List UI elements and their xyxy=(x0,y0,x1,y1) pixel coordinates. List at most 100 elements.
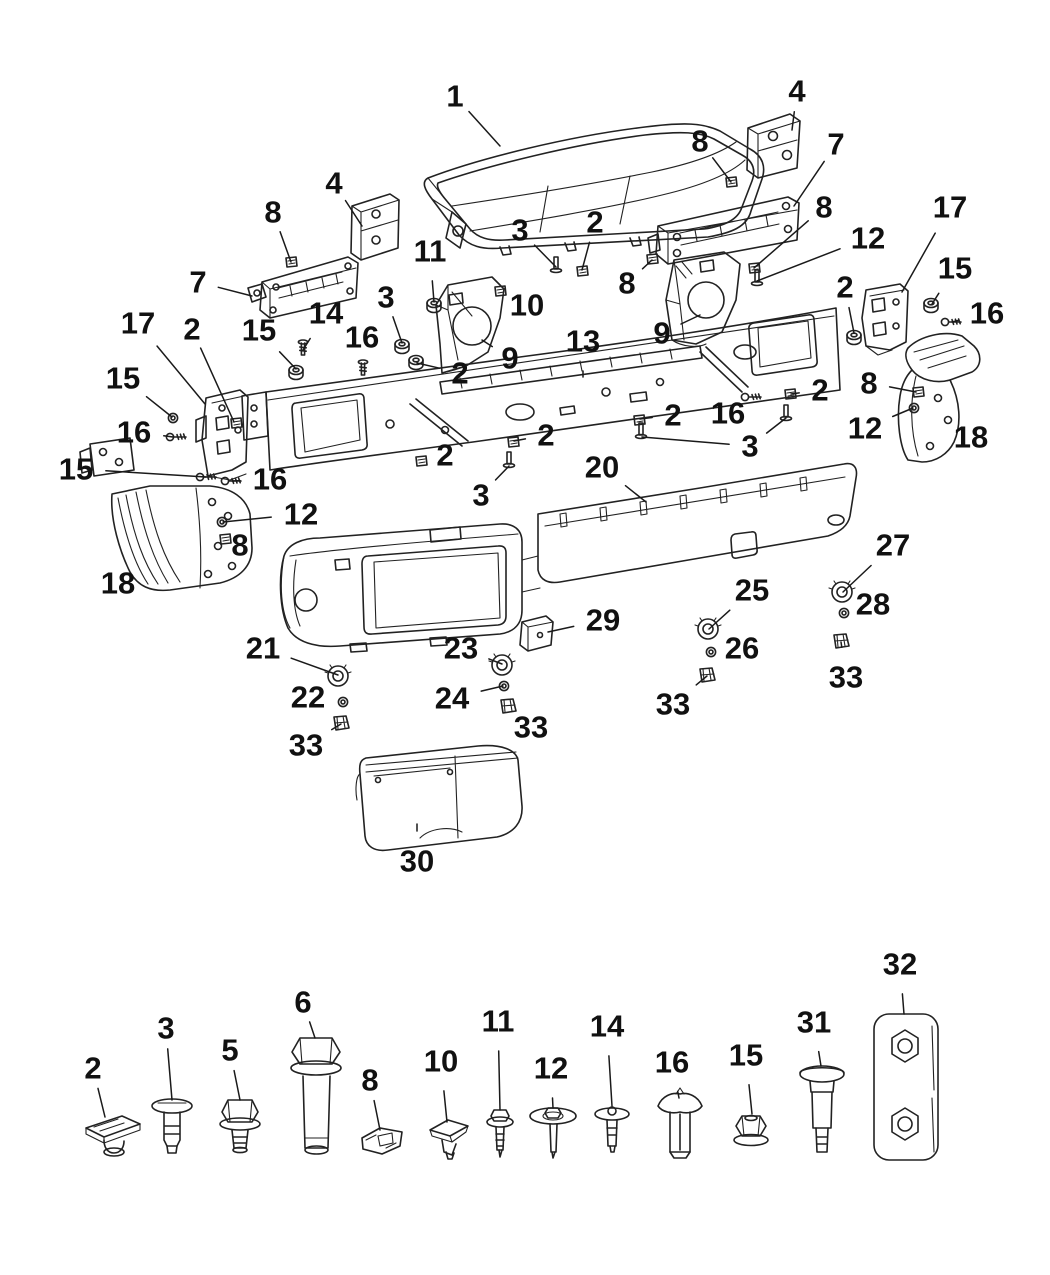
callout-label-25: 25 xyxy=(735,573,769,608)
circle-shape xyxy=(898,1117,912,1131)
callout-label-15: 15 xyxy=(729,1038,763,1073)
path-shape xyxy=(500,237,641,255)
leader-line-2 xyxy=(98,1088,105,1117)
path-shape xyxy=(350,637,447,652)
callout-label-30: 30 xyxy=(400,844,434,879)
circle-shape xyxy=(538,633,543,638)
callout-label-12: 12 xyxy=(284,497,318,532)
path-shape xyxy=(731,532,757,558)
circle-shape xyxy=(251,405,257,411)
fastener-14-icon xyxy=(595,1107,629,1152)
leader-line-20 xyxy=(626,486,647,502)
path-shape xyxy=(449,293,463,305)
circle-shape xyxy=(783,151,792,160)
callout-label-8: 8 xyxy=(264,195,281,230)
callout-label-2: 2 xyxy=(451,356,468,391)
circle-shape xyxy=(783,203,790,210)
washer-icon xyxy=(838,607,850,619)
ellipse-shape xyxy=(595,1108,629,1120)
leader-line-2 xyxy=(201,348,234,422)
clip-icon xyxy=(415,455,428,467)
path-shape xyxy=(610,1146,615,1152)
part-4-bracket-left xyxy=(351,194,399,260)
leader-line-3 xyxy=(767,418,786,433)
callout-label-3: 3 xyxy=(377,280,394,315)
callout-label-3: 3 xyxy=(741,429,758,464)
callout-label-10: 10 xyxy=(510,288,544,323)
ellipse-shape xyxy=(220,1118,260,1130)
leader-line-2 xyxy=(791,393,799,394)
circle-shape xyxy=(935,395,942,402)
callout-label-27: 27 xyxy=(876,528,910,563)
callout-label-14: 14 xyxy=(590,1009,625,1044)
circle-shape xyxy=(347,288,353,294)
path-shape xyxy=(167,1146,177,1153)
callout-label-8: 8 xyxy=(860,366,877,401)
ellipse-shape xyxy=(305,1146,328,1154)
ellipse-shape xyxy=(152,1099,192,1113)
leader-line-9 xyxy=(681,315,700,324)
path-shape xyxy=(164,1112,180,1146)
leader-line-32 xyxy=(902,994,904,1014)
leader-line-16 xyxy=(678,1091,679,1098)
path-shape xyxy=(648,234,660,253)
part-17-bracket-right xyxy=(862,284,908,355)
circle-shape xyxy=(273,284,279,290)
path-shape xyxy=(452,142,736,206)
callout-label-22: 22 xyxy=(291,680,325,715)
path-shape xyxy=(351,194,399,260)
path-shape xyxy=(303,1076,330,1148)
callout-label-2: 2 xyxy=(811,373,828,408)
callout-label-16: 16 xyxy=(345,320,379,355)
path-shape xyxy=(816,1128,828,1152)
path-shape xyxy=(248,284,266,302)
path-shape xyxy=(898,370,959,462)
callout-label-15: 15 xyxy=(938,251,972,286)
path-shape xyxy=(666,252,740,344)
leader-line-2 xyxy=(417,363,440,368)
leader-line-8 xyxy=(713,158,731,182)
callout-label-33: 33 xyxy=(514,710,548,745)
path-shape xyxy=(810,1081,834,1128)
ellipse-shape xyxy=(530,1108,576,1124)
path-shape xyxy=(892,1108,918,1140)
path-shape xyxy=(208,396,246,480)
leader-line-16 xyxy=(952,321,958,323)
callout-label-2: 2 xyxy=(183,312,200,347)
callout-label-26: 26 xyxy=(725,631,759,666)
leader-line-33 xyxy=(841,642,842,647)
callout-label-6: 6 xyxy=(294,985,311,1020)
path-shape xyxy=(196,416,206,442)
ellipse-shape xyxy=(800,1066,844,1082)
leader-line-17 xyxy=(157,346,205,404)
ellipse-shape xyxy=(233,1147,247,1152)
leader-line-6 xyxy=(310,1022,315,1038)
callout-label-2: 2 xyxy=(84,1051,101,1086)
clip-icon xyxy=(507,436,520,448)
leader-line-10 xyxy=(444,1091,447,1122)
leader-line-3 xyxy=(535,245,556,267)
leader-line-5 xyxy=(234,1071,240,1100)
circle-shape xyxy=(893,323,899,329)
callout-label-12: 12 xyxy=(848,411,882,446)
ellipse-shape xyxy=(543,1112,563,1120)
leader-line-12 xyxy=(223,517,271,522)
path-shape xyxy=(262,268,356,318)
circle-shape xyxy=(453,226,463,236)
nut-icon xyxy=(288,364,304,381)
path-shape xyxy=(424,124,763,249)
part-18-end-cap-right xyxy=(898,334,979,462)
circle-shape xyxy=(442,427,449,434)
leader-line-27 xyxy=(843,566,871,593)
circle-shape xyxy=(945,417,952,424)
path-shape xyxy=(436,277,504,373)
callout-label-11: 11 xyxy=(482,1004,515,1039)
circle-shape xyxy=(386,420,394,428)
path-shape xyxy=(437,133,753,241)
path-shape xyxy=(366,1133,396,1148)
path-shape xyxy=(436,285,472,373)
path-shape xyxy=(862,284,908,350)
leader-line-1 xyxy=(469,112,500,146)
path-shape xyxy=(758,321,811,367)
part-30-step-pad-lower xyxy=(356,746,522,851)
